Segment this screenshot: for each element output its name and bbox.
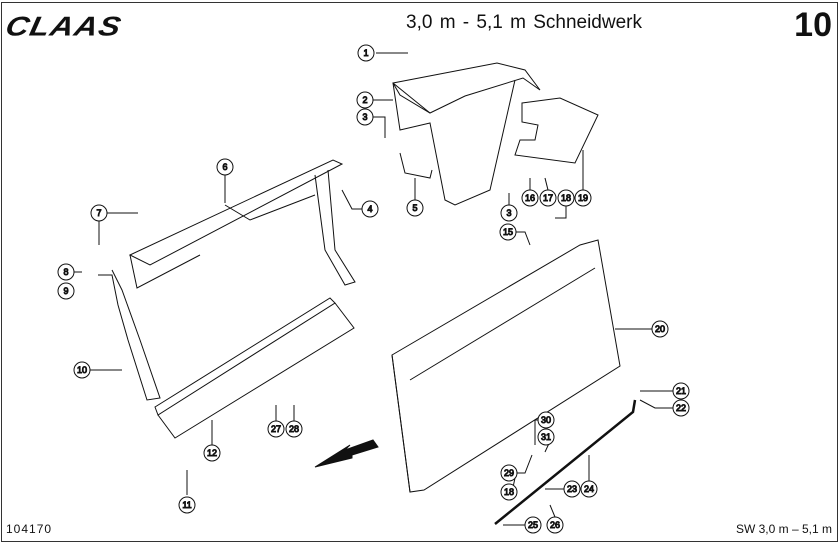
callout-4: 4	[341, 189, 379, 218]
callout-label: 11	[182, 500, 191, 510]
callout-11: 11	[178, 470, 196, 514]
callout-label: 6	[222, 162, 227, 172]
callout-15: 15	[499, 223, 531, 246]
callout-label: 26	[550, 520, 560, 530]
callout-label: 1	[363, 48, 368, 58]
callouts: 1 2 3 3 4 5 6 7 8 9 10 11 12 15 16 17 18…	[57, 44, 690, 534]
callout-label: 20	[655, 324, 665, 334]
callout-label: 12	[207, 448, 217, 458]
callout-label: 15	[503, 227, 513, 237]
callout-label: 9	[63, 286, 68, 296]
callout-12: 12	[203, 420, 221, 462]
callout-10: 10	[73, 361, 122, 379]
part-beam-6	[128, 159, 356, 289]
callout-label: 3	[506, 208, 511, 218]
callout-26: 26	[546, 504, 564, 534]
callout-label: 5	[412, 203, 417, 213]
callout-19: 19	[574, 150, 592, 207]
callout-30: 30	[534, 411, 555, 445]
callout-label: 23	[567, 484, 577, 494]
part-plate-19	[514, 97, 599, 164]
callout-label: 30	[541, 415, 551, 425]
callout-3b: 3	[500, 193, 518, 222]
callout-24: 24	[580, 455, 598, 498]
callout-9: 9	[57, 282, 75, 300]
callout-8: 8	[57, 263, 82, 281]
callout-label: 3	[362, 112, 367, 122]
callout-label: 21	[676, 386, 686, 396]
callout-label: 4	[367, 204, 372, 214]
callout-2: 2	[356, 91, 393, 109]
callout-label: 7	[96, 208, 101, 218]
callout-18a: 18	[555, 189, 575, 219]
footer-reference: SW 3,0 m – 5,1 m	[735, 522, 832, 536]
callout-label: 29	[504, 468, 514, 478]
callout-label: 17	[543, 193, 553, 203]
part-channel-12	[154, 297, 355, 439]
page-title: 3,0 m - 5,1 m Schneidwerk	[406, 12, 642, 33]
callout-20: 20	[615, 320, 669, 338]
callout-label: 22	[676, 403, 686, 413]
callout-23: 23	[545, 480, 581, 498]
callout-6: 6	[216, 158, 234, 203]
callout-29: 29	[500, 454, 533, 482]
callout-17: 17	[539, 177, 557, 207]
part-cover-top	[392, 62, 541, 206]
callout-label: 25	[528, 520, 538, 530]
arrow-down-left-icon	[314, 439, 379, 468]
document-number: 104170	[6, 522, 53, 536]
callout-label: 2	[362, 95, 367, 105]
callout-1: 1	[357, 44, 408, 62]
callout-28: 28	[285, 405, 303, 438]
callout-label: 8	[63, 267, 68, 277]
part-panel-20	[391, 239, 621, 493]
callout-label: 31	[541, 432, 551, 442]
callout-5: 5	[406, 178, 424, 217]
callout-label: 28	[289, 424, 299, 434]
callout-22: 22	[639, 399, 690, 417]
callout-label: 16	[525, 193, 535, 203]
callout-18b: 18	[500, 477, 518, 501]
callout-25: 25	[503, 516, 542, 534]
callout-label: 27	[271, 424, 281, 434]
callout-label: 18	[561, 193, 571, 203]
part-bracket-5	[399, 152, 433, 179]
callout-31: 31	[537, 428, 555, 453]
callout-3a: 3	[356, 108, 386, 138]
callout-16: 16	[521, 178, 539, 207]
part-rod-24	[494, 399, 637, 525]
callout-label: 10	[77, 365, 87, 375]
callout-label: 18	[504, 487, 514, 497]
callout-21: 21	[640, 382, 690, 400]
callout-7: 7	[90, 204, 138, 245]
page-number: 10	[794, 6, 832, 44]
callout-27: 27	[267, 405, 285, 438]
part-bracket-10	[98, 269, 161, 401]
callout-label: 24	[584, 484, 594, 494]
callout-label: 19	[578, 193, 588, 203]
